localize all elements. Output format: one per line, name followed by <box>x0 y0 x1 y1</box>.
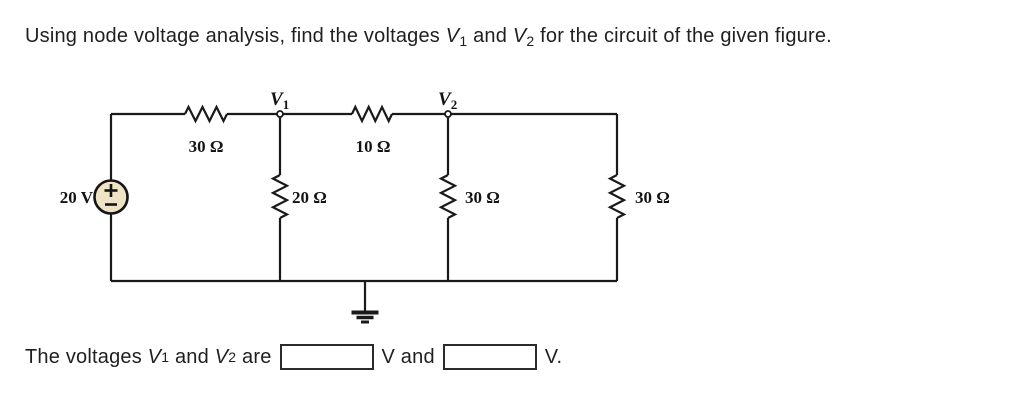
v2-subscript: 2 <box>526 33 535 49</box>
resistor-zigzag <box>270 174 290 219</box>
resistor-shunt-v2-label: 30 Ω <box>465 188 500 207</box>
answer-unit-end: V. <box>544 345 563 368</box>
resistor-top-left-label: 30 Ω <box>189 137 224 156</box>
node-v1: V1 <box>270 89 289 118</box>
v1-symbol: V <box>445 25 460 47</box>
resistor-zigzag <box>607 174 627 219</box>
resistor-shunt-v1-label: 20 Ω <box>292 188 327 207</box>
resistor-top-mid: 10 Ω <box>351 104 393 156</box>
node-v2: V2 <box>438 89 457 118</box>
answer-v1-subscript: 1 <box>161 349 170 365</box>
node-v2-label: V2 <box>438 89 457 112</box>
question-part1: Using node voltage analysis, find the vo… <box>25 25 446 47</box>
ground-icon <box>351 281 379 324</box>
resistor-shunt-v1: 20 Ω <box>270 174 327 219</box>
resistor-shunt-v2: 30 Ω <box>438 174 500 219</box>
resistor-zigzag <box>351 104 393 124</box>
resistor-right: 30 Ω <box>607 174 670 219</box>
resistor-right-label: 30 Ω <box>635 188 670 207</box>
node-v1-label: V1 <box>270 89 289 112</box>
resistor-zigzag <box>184 104 228 124</box>
question-part3: for the circuit of the given figure. <box>534 25 832 47</box>
v2-symbol: V <box>512 25 527 47</box>
v1-subscript: 1 <box>459 33 468 49</box>
answer-v1-symbol: V <box>147 345 162 368</box>
v2-answer-input[interactable] <box>442 344 537 370</box>
answer-part3: are <box>236 345 272 368</box>
question-text: Using node voltage analysis, find the vo… <box>25 25 832 49</box>
answer-v2-symbol: V <box>214 345 229 368</box>
answer-part1: The voltages <box>25 345 148 368</box>
resistor-top-mid-label: 10 Ω <box>356 137 391 156</box>
node-v2-terminal <box>444 110 452 118</box>
v1-answer-input[interactable] <box>279 344 374 370</box>
answer-part2: and <box>169 345 215 368</box>
voltage-source: 20 V <box>60 179 129 215</box>
resistor-top-left: 30 Ω <box>184 104 228 156</box>
resistor-zigzag <box>438 174 458 219</box>
plus-icon <box>104 184 118 197</box>
question-part2: and <box>467 25 513 47</box>
voltage-source-label: 20 V <box>60 188 94 207</box>
answer-v2-subscript: 2 <box>228 349 237 365</box>
answer-unit-mid: V and <box>381 345 435 368</box>
node-v1-terminal <box>276 110 284 118</box>
